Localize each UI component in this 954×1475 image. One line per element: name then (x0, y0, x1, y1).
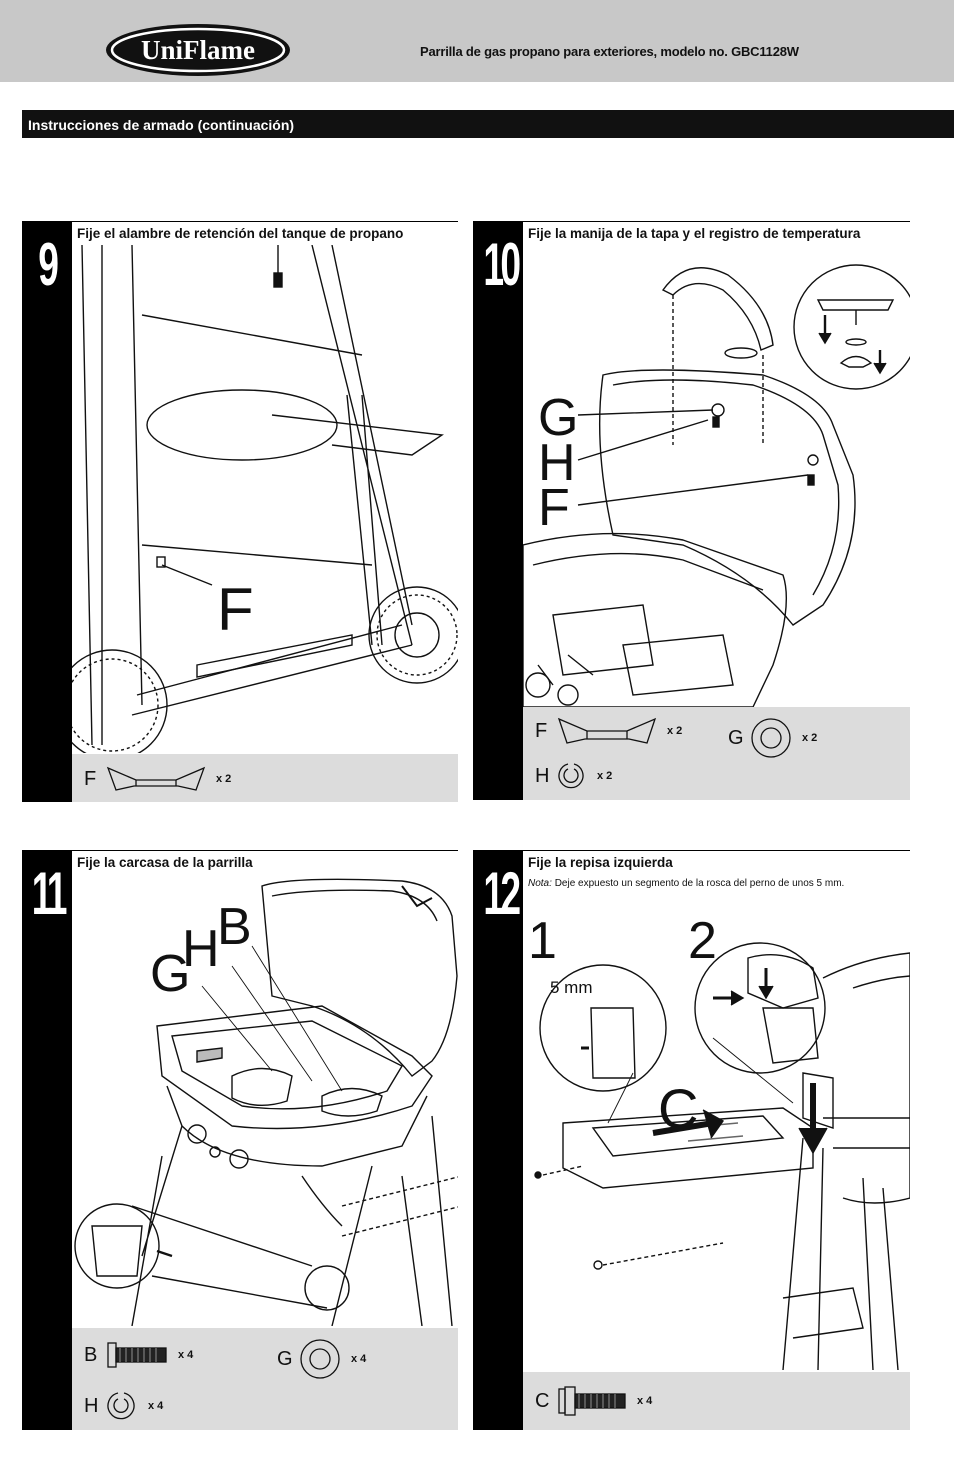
svg-text:H: H (538, 434, 576, 492)
step-illustration: 1 2 C 5 mm (523, 898, 910, 1370)
step-12: 12 Fije la repisa izquierda Nota: Deje e… (473, 850, 910, 1430)
step-title: Fije la repisa izquierda (528, 855, 673, 870)
part-quantity: x 4 (637, 1395, 653, 1407)
svg-text:B: B (217, 898, 252, 956)
section-title: Instrucciones de armado (continuación) (22, 110, 954, 138)
part-quantity: x 2 (802, 732, 818, 744)
step-title: Fije la carcasa de la parrilla (77, 855, 253, 870)
lock-washer-icon (558, 763, 584, 789)
part-letter: H (535, 764, 550, 787)
part-quantity: x 4 (178, 1349, 194, 1361)
svg-text:F: F (538, 479, 570, 537)
parts-panel: F x 2 G x 2 H x 2 (523, 707, 910, 800)
step-number: 10 (473, 221, 523, 800)
svg-text:F: F (217, 576, 254, 643)
step-illustration: G H B (72, 876, 458, 1326)
page-title: Parrilla de gas propano para exteriores,… (420, 44, 799, 59)
part-letter: G (277, 1347, 293, 1370)
step-illustration: G H F (523, 245, 910, 707)
part-c: C x 4 (535, 1384, 652, 1418)
bolt-icon (558, 1386, 626, 1416)
part-quantity: x 4 (148, 1400, 164, 1412)
part-f: F x 2 (535, 715, 682, 747)
step-11: 11 Fije la carcasa de la parrilla G H B (22, 850, 458, 1430)
bracket-icon (106, 766, 206, 791)
part-letter: C (535, 1389, 550, 1412)
washer-icon (300, 1339, 340, 1379)
step-illustration: F (72, 245, 458, 753)
part-letter: G (728, 726, 744, 749)
part-b: B x 4 (84, 1340, 193, 1370)
page-header: UniFlame Parrilla de gas propano para ex… (0, 0, 954, 82)
bolt-icon (107, 1342, 167, 1368)
uniflame-logo: UniFlame (106, 24, 290, 76)
step-number: 12 (473, 850, 523, 1430)
step-note: Nota: Deje expuesto un segmento de la ro… (528, 878, 845, 889)
step-number: 11 (22, 850, 72, 1430)
step-10: 10 Fije la manija de la tapa y el regist… (473, 221, 910, 800)
part-g: G x 2 (728, 717, 817, 759)
svg-text:5 mm: 5 mm (550, 978, 593, 997)
parts-panel: C x 4 (523, 1372, 910, 1430)
part-letter: F (84, 767, 97, 790)
part-quantity: x 2 (597, 770, 613, 782)
lock-washer-icon (107, 1392, 135, 1420)
svg-text:2: 2 (688, 912, 717, 970)
svg-text:H: H (182, 920, 220, 978)
part-quantity: x 4 (351, 1353, 367, 1365)
part-letter: H (84, 1394, 99, 1417)
svg-text:UniFlame: UniFlame (141, 35, 255, 65)
svg-text:1: 1 (528, 912, 557, 970)
parts-panel: F x 2 (72, 754, 458, 802)
part-f: F x 2 (84, 764, 231, 794)
step-title: Fije la manija de la tapa y el registro … (528, 226, 861, 241)
part-quantity: x 2 (216, 773, 232, 785)
bracket-icon (557, 717, 657, 744)
part-letter: B (84, 1343, 98, 1366)
part-g: G x 4 (277, 1338, 366, 1380)
step-number: 9 (22, 221, 72, 802)
part-letter: F (535, 719, 548, 742)
part-h: H x 2 (535, 761, 612, 791)
part-quantity: x 2 (667, 725, 683, 737)
svg-text:G: G (538, 389, 578, 447)
parts-panel: B x 4 G x 4 H x 4 (72, 1328, 458, 1430)
step-9: 9 Fije el alambre de retención del tanqu… (22, 221, 458, 802)
washer-icon (751, 718, 791, 758)
step-title: Fije el alambre de retención del tanque … (77, 226, 404, 241)
part-h: H x 4 (84, 1390, 163, 1422)
svg-text:G: G (150, 945, 190, 1003)
